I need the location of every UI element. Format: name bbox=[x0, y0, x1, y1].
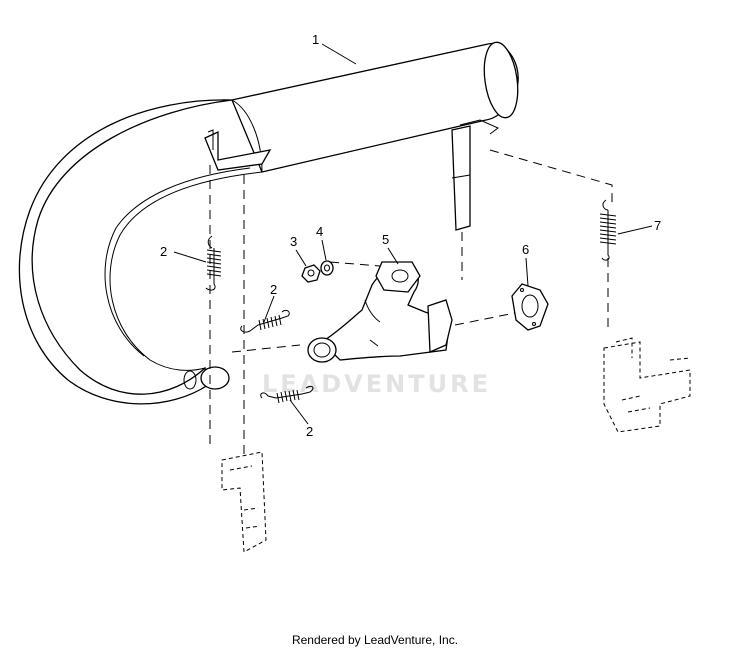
spring-part-2-lower[interactable] bbox=[260, 385, 314, 404]
gasket-part-6[interactable] bbox=[511, 283, 549, 331]
spring-part-2-upper[interactable] bbox=[205, 235, 222, 291]
frame-bracket-left bbox=[221, 451, 267, 553]
footer-credit: Rendered by LeadVenture, Inc. bbox=[291, 633, 459, 647]
nut-part-3[interactable] bbox=[301, 264, 321, 283]
watermark-text: LEADVENTURE bbox=[262, 370, 491, 398]
spring-part-2-middle[interactable] bbox=[240, 309, 290, 333]
alignment-lines bbox=[209, 149, 613, 455]
leader-lines bbox=[173, 43, 653, 425]
callout-2-lower: 2 bbox=[306, 424, 313, 439]
callout-6: 6 bbox=[522, 242, 529, 257]
callout-4: 4 bbox=[316, 224, 323, 239]
muffler-part-1[interactable] bbox=[18, 40, 522, 405]
washer-part-4[interactable] bbox=[320, 260, 334, 276]
callout-7: 7 bbox=[654, 218, 661, 233]
leadventure-watermark: LEADVENTURE bbox=[262, 370, 491, 398]
frame-bracket-right bbox=[603, 337, 691, 433]
callout-2-upper: 2 bbox=[160, 244, 167, 259]
callout-5: 5 bbox=[382, 232, 389, 247]
callout-labels: 1 2 2 2 3 4 5 6 7 bbox=[160, 32, 661, 439]
manifold-part-5[interactable] bbox=[307, 261, 453, 363]
spring-part-7[interactable] bbox=[599, 199, 617, 261]
callout-3: 3 bbox=[290, 234, 297, 249]
callout-2-middle: 2 bbox=[270, 282, 277, 297]
callout-1: 1 bbox=[312, 32, 319, 47]
